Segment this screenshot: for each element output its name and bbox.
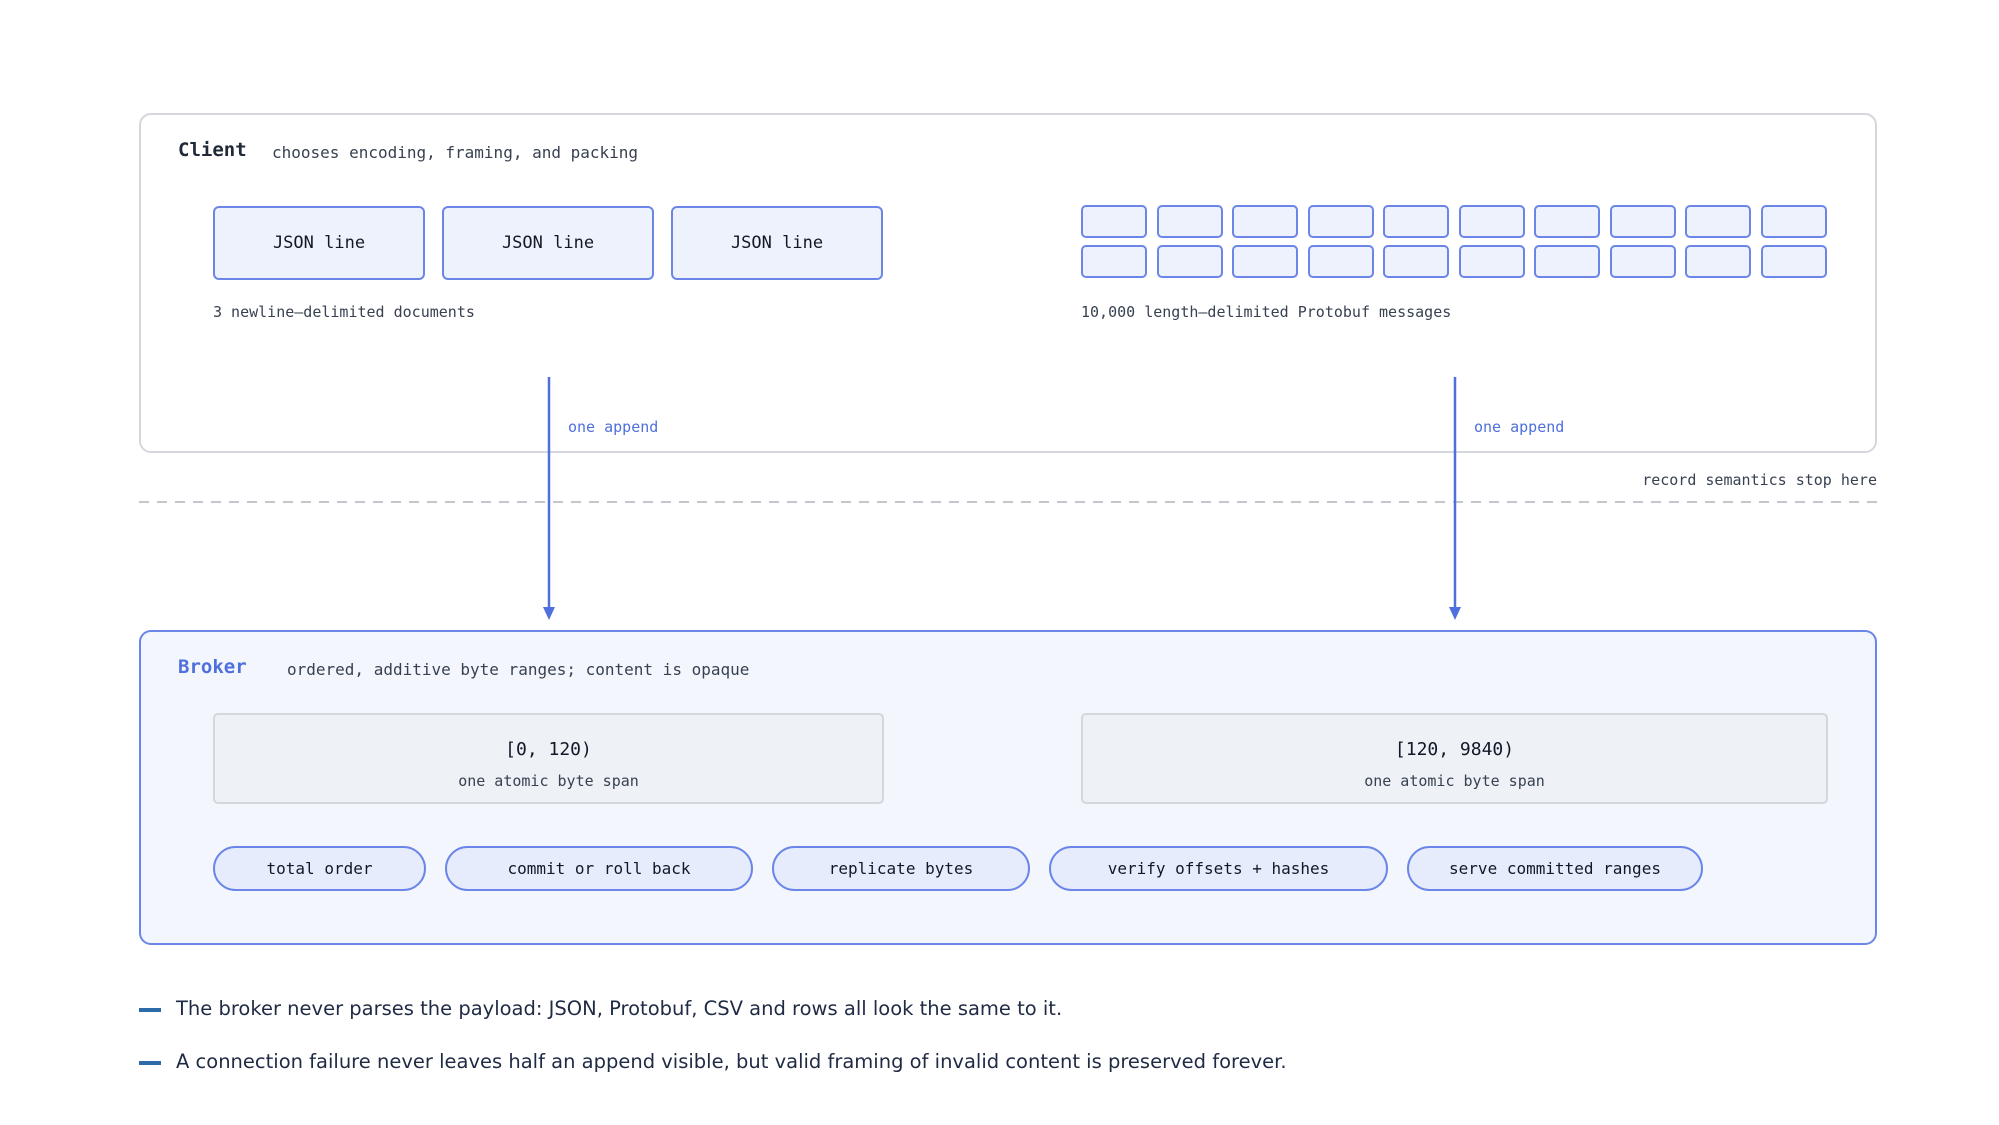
protobuf-message-cell (1081, 245, 1147, 278)
byte-span-range: [0, 120) (505, 739, 592, 760)
protobuf-message-cell (1081, 205, 1147, 238)
json-line-box: JSON line (213, 206, 425, 280)
json-line-box: JSON line (442, 206, 654, 280)
broker-capability-pill: total order (213, 846, 426, 891)
protobuf-message-cell (1156, 205, 1223, 238)
broker-title: Broker (178, 656, 247, 678)
json-line-box: JSON line (671, 206, 883, 280)
append-arrow-left-head (543, 607, 555, 620)
protobuf-message-cell (1760, 245, 1827, 278)
client-panel (139, 113, 1877, 453)
append-arrow-right-head (1449, 607, 1461, 620)
json-caption: 3 newline–delimited documents (213, 303, 475, 321)
broker-capability-pill: serve committed ranges (1407, 846, 1703, 891)
protobuf-message-cell (1458, 245, 1525, 278)
protobuf-message-cell (1534, 245, 1600, 278)
client-subtitle: chooses encoding, framing, and packing (272, 143, 639, 162)
byte-span-desc: one atomic byte span (458, 772, 639, 790)
client-title: Client (178, 139, 247, 161)
protobuf-message-cell (1383, 205, 1449, 238)
append-label-left: one append (568, 418, 659, 436)
note-dash (139, 1008, 161, 1012)
broker-capability-pill: commit or roll back (445, 846, 753, 891)
protobuf-message-cell (1760, 205, 1827, 238)
protobuf-message-cell (1534, 205, 1600, 238)
protobuf-message-cell (1156, 245, 1223, 278)
protobuf-caption: 10,000 length–delimited Protobuf message… (1081, 303, 1452, 321)
protobuf-message-cell (1383, 245, 1449, 278)
protobuf-message-cell (1685, 245, 1751, 278)
boundary-label: record semantics stop here (1642, 471, 1877, 489)
protobuf-message-cell (1685, 205, 1751, 238)
note-dash (139, 1061, 161, 1065)
note-text: A connection failure never leaves half a… (176, 1050, 1287, 1073)
note-text: The broker never parses the payload: JSO… (176, 997, 1063, 1020)
broker-subtitle: ordered, additive byte ranges; content i… (287, 660, 750, 679)
broker-capability-pill: replicate bytes (772, 846, 1030, 891)
protobuf-message-cell (1609, 205, 1676, 238)
broker-capability-pill: verify offsets + hashes (1049, 846, 1388, 891)
protobuf-message-cell (1307, 205, 1374, 238)
protobuf-message-cell (1232, 205, 1298, 238)
protobuf-message-cell (1232, 245, 1298, 278)
protobuf-message-cell (1307, 245, 1374, 278)
byte-span-box: [0, 120) one atomic byte span (213, 713, 884, 804)
append-label-right: one append (1474, 418, 1565, 436)
protobuf-message-cell (1609, 245, 1676, 278)
byte-span-desc: one atomic byte span (1364, 772, 1545, 790)
protobuf-message-cell (1458, 205, 1525, 238)
byte-span-range: [120, 9840) (1394, 739, 1515, 760)
byte-span-box: [120, 9840) one atomic byte span (1081, 713, 1828, 804)
